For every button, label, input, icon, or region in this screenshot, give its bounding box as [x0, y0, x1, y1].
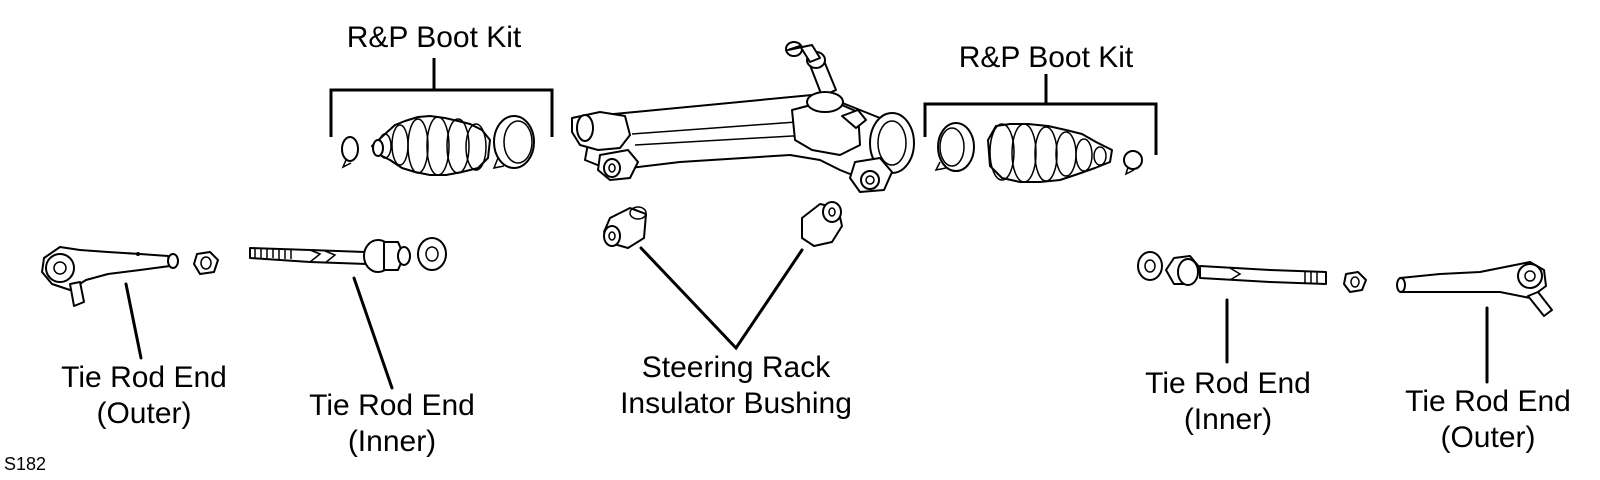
right-boot-band-clamp: [934, 122, 975, 172]
left-outer-tie-rod-end: [41, 246, 179, 307]
right-boot-kit-bracket: [923, 74, 1158, 155]
leader-tie-rod-outer-left: [124, 282, 143, 360]
right-insulator-bushing: [801, 201, 843, 247]
right-inner-lock-washer: [1137, 251, 1163, 281]
right-outer-tie-rod-end: [1396, 261, 1553, 317]
label-insulator-bushing: Steering Rack Insulator Bushing: [620, 351, 852, 420]
left-boot-kit-bracket: [329, 58, 554, 137]
steering-rack-housing: [571, 94, 915, 193]
label-tie-rod-outer-right: Tie Rod End (Outer): [1405, 385, 1571, 454]
right-boot-clamp-small: [1123, 150, 1143, 176]
right-rack-boot: [987, 123, 1113, 183]
right-outer-jam-nut: [1343, 271, 1367, 293]
label-tie-rod-inner-right: Tie Rod End (Inner): [1145, 367, 1311, 436]
bushing-leader-lines: [639, 246, 804, 351]
left-boot-clamp-small: [341, 136, 359, 169]
left-outer-jam-nut: [193, 251, 219, 275]
left-boot-band-clamp: [492, 115, 535, 170]
leader-tie-rod-inner-left: [352, 276, 394, 390]
label-boot-kit-left: R&P Boot Kit: [346, 21, 522, 54]
leader-lines: [124, 276, 1489, 390]
left-inner-tie-rod-end: [249, 239, 411, 273]
figure-code: S182: [4, 454, 47, 474]
label-tie-rod-outer-left: Tie Rod End (Outer): [61, 361, 227, 430]
label-tie-rod-inner-left: Tie Rod End (Inner): [309, 389, 475, 458]
right-inner-tie-rod-end: [1165, 255, 1327, 286]
left-rack-boot: [371, 115, 491, 176]
pinion-shaft: [785, 41, 844, 113]
left-inner-lock-washer: [417, 237, 447, 271]
left-insulator-bushing: [603, 206, 647, 249]
label-boot-kit-right: R&P Boot Kit: [958, 41, 1134, 74]
